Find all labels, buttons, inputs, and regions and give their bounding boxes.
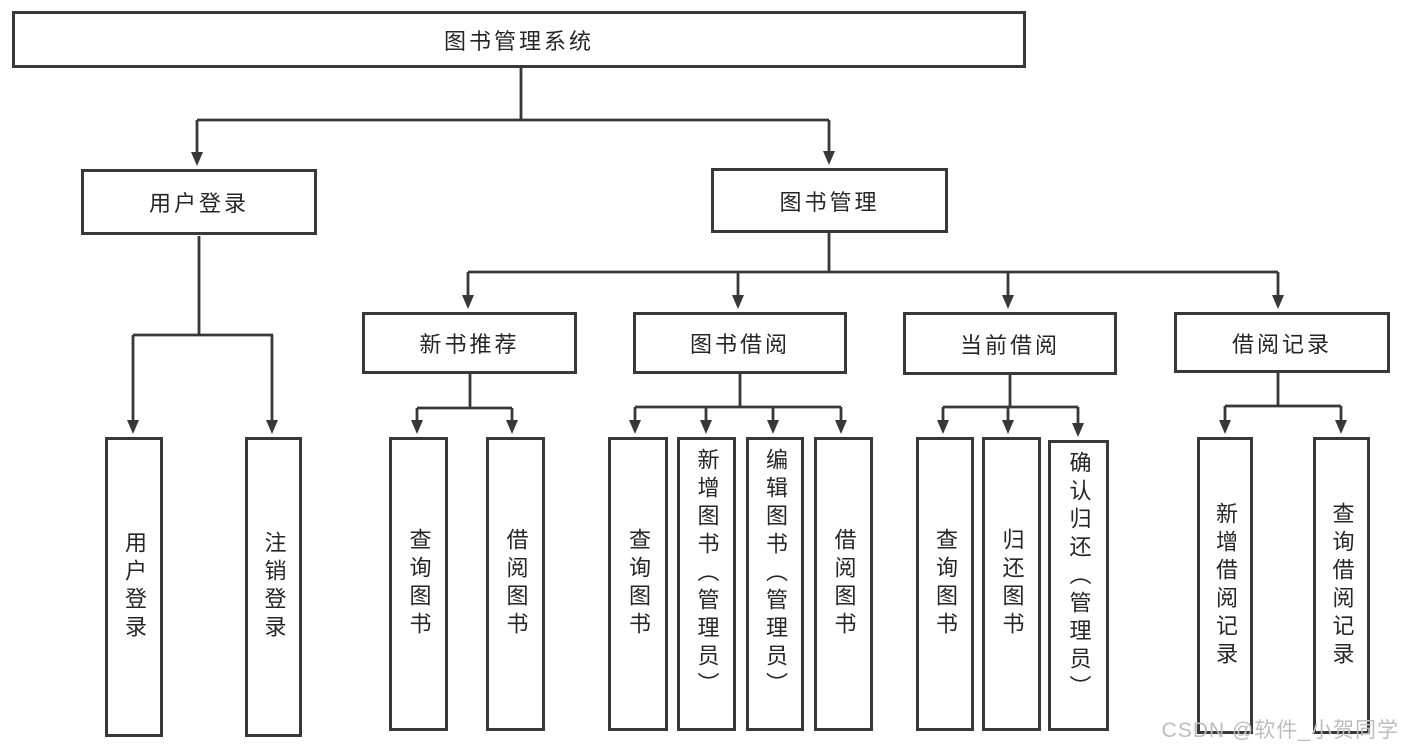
leaf-edit-book-admin-label: 编辑图书（管理员） <box>763 448 788 700</box>
leaf-query-book-1: 查询图书 <box>389 437 448 731</box>
node-book-borrow: 图书借阅 <box>633 312 847 374</box>
node-root-system: 图书管理系统 <box>12 11 1026 68</box>
leaf-query-borrow-record: 查询借阅记录 <box>1313 437 1370 734</box>
leaf-add-book-admin: 新增图书（管理员） <box>677 437 736 731</box>
leaf-borrow-book-2-label: 借阅图书 <box>831 528 857 640</box>
leaf-add-borrow-record: 新增借阅记录 <box>1197 437 1253 734</box>
leaf-query-book-2-label: 查询图书 <box>626 528 651 640</box>
leaf-borrow-book-1: 借阅图书 <box>486 437 545 731</box>
leaf-add-book-admin-label: 新增图书（管理员） <box>694 448 720 700</box>
leaf-query-book-2: 查询图书 <box>608 437 668 731</box>
leaf-return-book: 归还图书 <box>982 437 1041 731</box>
leaf-edit-book-admin: 编辑图书（管理员） <box>746 437 804 731</box>
leaf-query-book-3-label: 查询图书 <box>933 528 958 640</box>
leaf-query-book-3: 查询图书 <box>916 437 974 731</box>
leaf-user-login-label: 用户登录 <box>122 531 147 643</box>
leaf-borrow-book-1-label: 借阅图书 <box>503 528 529 640</box>
csdn-watermark: CSDN @软件_小贺同学 <box>1161 719 1399 742</box>
node-current-borrow: 当前借阅 <box>903 312 1117 375</box>
leaf-user-login: 用户登录 <box>105 437 163 737</box>
node-book-management: 图书管理 <box>711 168 948 233</box>
leaf-logout-label: 注销登录 <box>261 531 287 643</box>
node-new-book-recommend: 新书推荐 <box>362 312 577 374</box>
connector-trunks <box>133 68 1341 410</box>
leaf-logout: 注销登录 <box>245 437 302 737</box>
leaf-borrow-book-2: 借阅图书 <box>814 437 873 731</box>
leaf-query-book-1-label: 查询图书 <box>406 528 432 640</box>
leaf-return-book-label: 归还图书 <box>999 528 1025 640</box>
node-user-login: 用户登录 <box>81 169 317 235</box>
connector-group <box>127 68 1347 437</box>
node-borrow-records: 借阅记录 <box>1174 312 1390 373</box>
leaf-add-borrow-record-label: 新增借阅记录 <box>1213 501 1238 670</box>
leaf-confirm-return-admin-label: 确认归还（管理员） <box>1066 451 1092 703</box>
leaf-confirm-return-admin: 确认归还（管理员） <box>1048 440 1109 731</box>
leaf-query-borrow-record-label: 查询借阅记录 <box>1329 501 1355 670</box>
